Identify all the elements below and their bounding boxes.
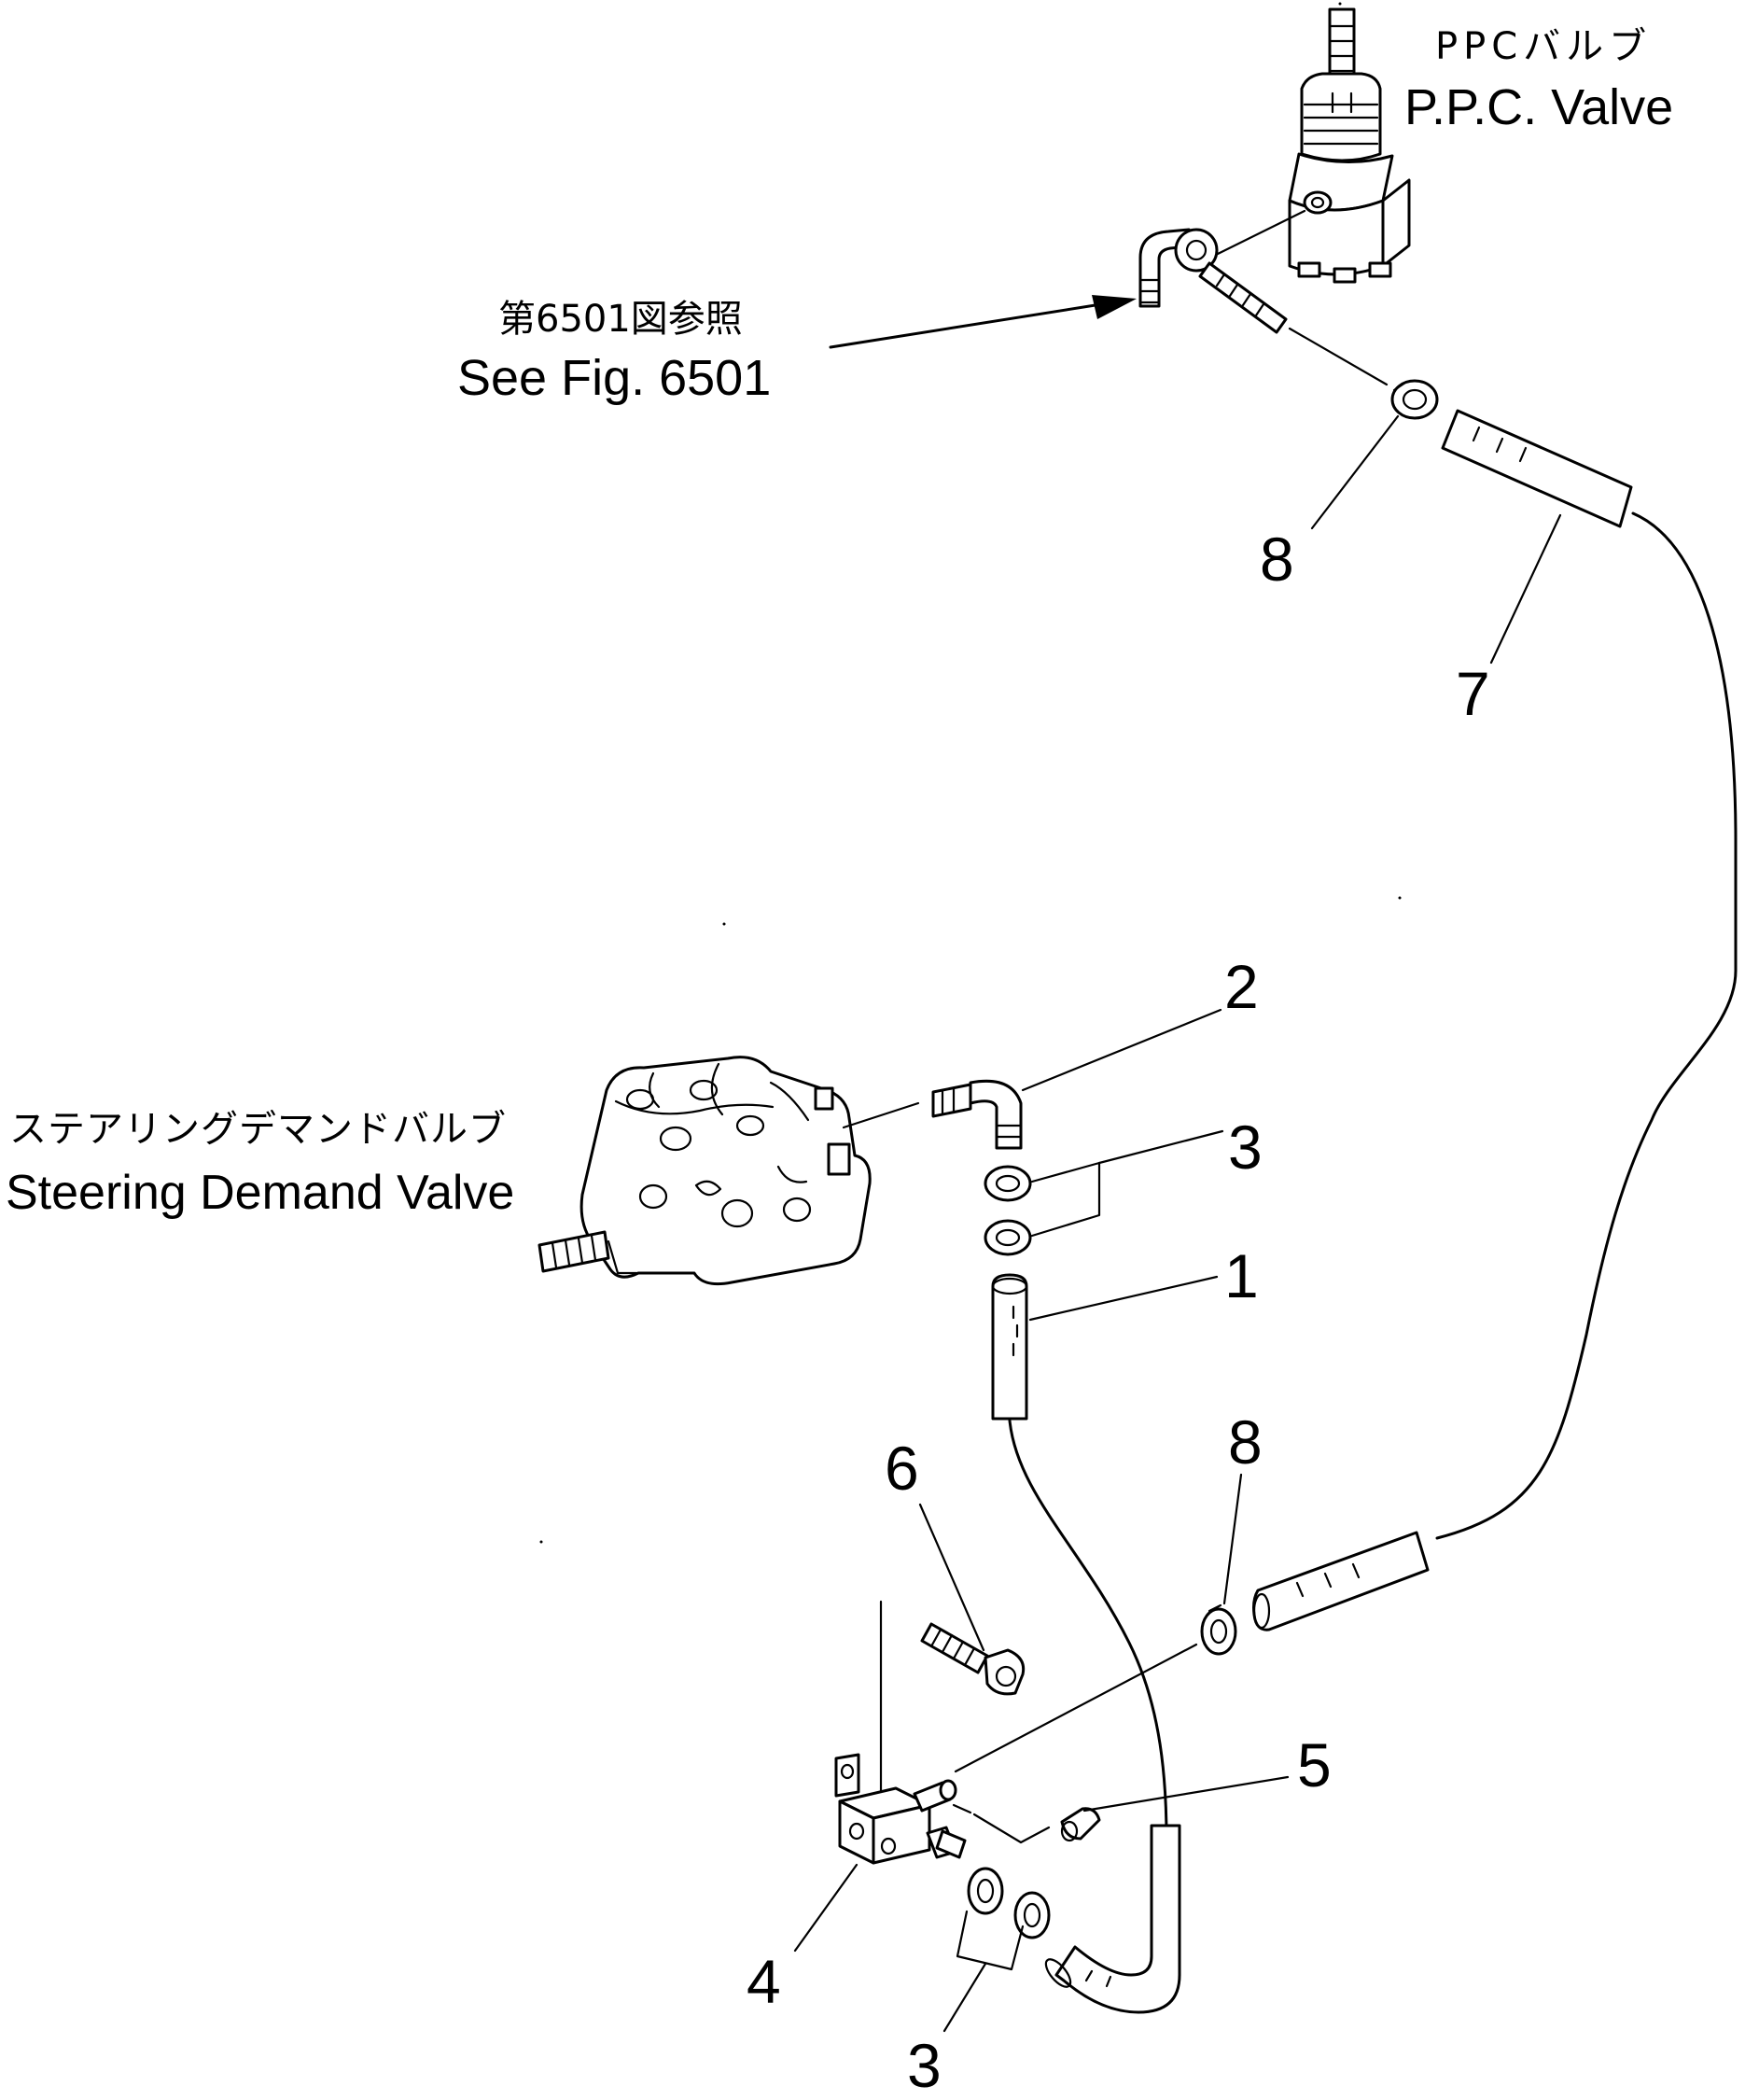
- bolt-6: [920, 1622, 1026, 1696]
- clamp-8-upper: [1390, 379, 1439, 420]
- hose-1: [991, 1273, 1028, 1421]
- callout-5: 5: [1297, 1730, 1332, 1799]
- see-fig-label-en: See Fig. 6501: [457, 350, 772, 406]
- long-hose-line: [1435, 511, 1738, 1540]
- block-4: [834, 1753, 967, 1865]
- callout-7: 7: [1456, 659, 1490, 728]
- hose-lower-right: [1252, 1531, 1430, 1631]
- elbow-2: [931, 1079, 1023, 1150]
- steering-valve-label-en: Steering Demand Valve: [6, 1166, 515, 1220]
- clamp-8-lower: [1200, 1603, 1237, 1656]
- callout-6: 6: [885, 1434, 919, 1503]
- callout-2: 2: [1224, 952, 1259, 1021]
- ppc-valve-label-jp: PPCバルブ: [1435, 25, 1653, 68]
- clamp-3-upper-b: [984, 1219, 1032, 1256]
- ppc-valve-label-en: P.P.C. Valve: [1404, 79, 1674, 135]
- callout-3-upper: 3: [1228, 1113, 1263, 1182]
- cap-5: [1060, 1807, 1101, 1842]
- callout-3-lower: 3: [907, 2031, 942, 2100]
- ppc-valve: [1288, 7, 1411, 284]
- hose-7: [1441, 409, 1633, 528]
- clamp-3-lower-a: [967, 1867, 1004, 1915]
- callout-leaders: [793, 414, 1562, 2033]
- clamp-3-lower-b: [1013, 1891, 1051, 1939]
- callout-8-lower: 8: [1228, 1407, 1263, 1477]
- hose-lower-elbow: [1044, 1824, 1181, 2014]
- callout-4: 4: [747, 1947, 781, 2016]
- see-fig-label-jp: 第6501図参照: [498, 298, 743, 341]
- callout-1: 1: [1224, 1241, 1259, 1310]
- steering-demand-valve: [537, 1056, 872, 1286]
- ppc-elbow-fitting: [1138, 228, 1288, 334]
- clamp-3-upper-a: [984, 1165, 1032, 1202]
- steering-valve-label-jp: ステアリングデマンドバルブ: [9, 1108, 507, 1151]
- callout-8-upper: 8: [1260, 525, 1294, 594]
- hose-1-line: [1008, 1419, 1168, 1841]
